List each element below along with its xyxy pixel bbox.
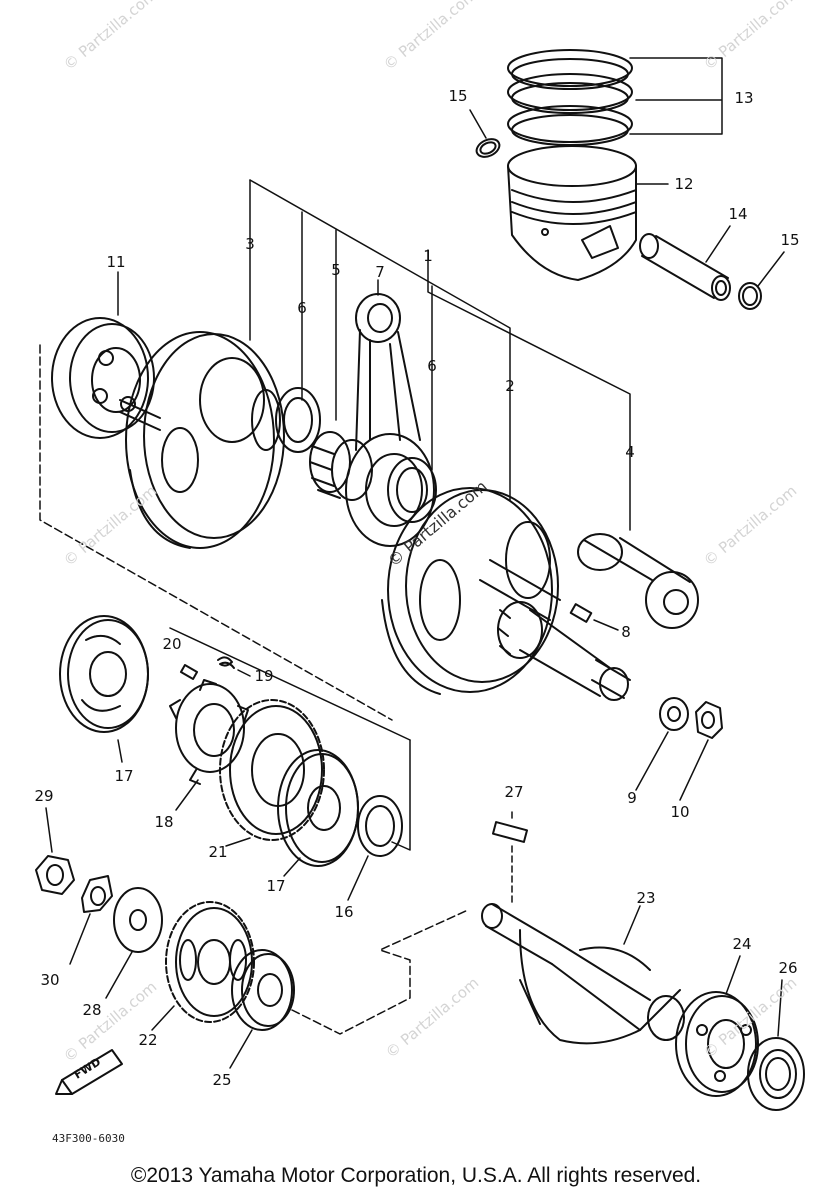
piston-clip-left[interactable] <box>474 136 503 161</box>
part-label-29[interactable]: 29 <box>34 787 54 805</box>
part-label-21[interactable]: 21 <box>208 843 228 861</box>
part-label-13[interactable]: 13 <box>734 89 754 107</box>
piston-clip-right[interactable] <box>738 282 762 310</box>
part-label-14[interactable]: 14 <box>728 205 748 223</box>
main-bearing-left[interactable] <box>51 317 155 439</box>
part-label-3[interactable]: 3 <box>245 235 255 253</box>
balancer-plate-right[interactable] <box>277 749 359 867</box>
washer[interactable] <box>659 697 689 731</box>
drive-gear[interactable] <box>219 699 325 841</box>
thrust-washer-right[interactable] <box>387 457 437 523</box>
crank-pin[interactable] <box>577 533 699 629</box>
damper-hub[interactable] <box>169 679 249 785</box>
part-label-20[interactable]: 20 <box>162 635 182 653</box>
needle-bearing[interactable] <box>309 431 373 501</box>
part-label-19[interactable]: 19 <box>254 667 274 685</box>
nut[interactable] <box>695 701 723 739</box>
part-label-24[interactable]: 24 <box>732 935 752 953</box>
balancer-shaft[interactable] <box>481 903 685 1045</box>
balancer-nut[interactable] <box>35 855 75 895</box>
balancer-bearing-left[interactable] <box>231 949 295 1031</box>
woodruff-key[interactable] <box>569 603 593 623</box>
forward-arrow-icon <box>55 1049 123 1095</box>
part-label-8[interactable]: 8 <box>621 623 631 641</box>
part-label-25[interactable]: 25 <box>212 1071 232 1089</box>
part-label-22[interactable]: 22 <box>138 1031 158 1049</box>
copyright-notice: ©2013 Yamaha Motor Corporation, U.S.A. A… <box>130 1164 702 1187</box>
part-label-10[interactable]: 10 <box>670 803 690 821</box>
part-label-28[interactable]: 28 <box>82 1001 102 1019</box>
part-label-15-left[interactable]: 15 <box>448 87 468 105</box>
thrust-washer-left[interactable] <box>275 387 321 453</box>
part-label-16[interactable]: 16 <box>334 903 354 921</box>
lock-washer[interactable] <box>81 875 113 913</box>
balancer-plate-left[interactable] <box>59 615 149 733</box>
part-label-17-right[interactable]: 17 <box>266 877 286 895</box>
part-label-26[interactable]: 26 <box>778 959 798 977</box>
part-label-4[interactable]: 4 <box>625 443 635 461</box>
thin-washer[interactable] <box>113 887 163 953</box>
balancer-key[interactable] <box>491 821 529 843</box>
part-label-30[interactable]: 30 <box>40 971 60 989</box>
connecting-rod[interactable] <box>345 293 435 547</box>
part-label-7[interactable]: 7 <box>375 263 385 281</box>
spacer-washer[interactable] <box>357 795 403 857</box>
oil-seal[interactable] <box>747 1037 805 1111</box>
part-label-5[interactable]: 5 <box>331 261 341 279</box>
piston[interactable] <box>507 145 637 281</box>
pin[interactable] <box>179 664 199 680</box>
part-label-17-left[interactable]: 17 <box>114 767 134 785</box>
part-label-18[interactable]: 18 <box>154 813 174 831</box>
part-label-6-left[interactable]: 6 <box>297 299 307 317</box>
drawing-code: 43F300-6030 <box>52 1132 125 1145</box>
crank-wheel-right[interactable] <box>381 487 631 701</box>
part-label-1[interactable]: 1 <box>423 247 433 265</box>
part-label-23[interactable]: 23 <box>636 889 656 907</box>
part-label-6-right[interactable]: 6 <box>427 357 437 375</box>
piston-rings[interactable] <box>507 49 633 146</box>
part-label-9[interactable]: 9 <box>627 789 637 807</box>
part-label-15-right[interactable]: 15 <box>780 231 800 249</box>
part-label-2[interactable]: 2 <box>505 377 515 395</box>
part-label-11[interactable]: 11 <box>106 253 126 271</box>
part-label-12[interactable]: 12 <box>674 175 694 193</box>
part-label-27[interactable]: 27 <box>504 783 524 801</box>
balancer-bearing-right[interactable] <box>675 991 759 1097</box>
exploded-parts-diagram <box>35 49 805 1111</box>
spring[interactable] <box>217 656 235 669</box>
crank-wheel-left[interactable] <box>119 331 285 549</box>
piston-pin[interactable] <box>639 233 731 301</box>
